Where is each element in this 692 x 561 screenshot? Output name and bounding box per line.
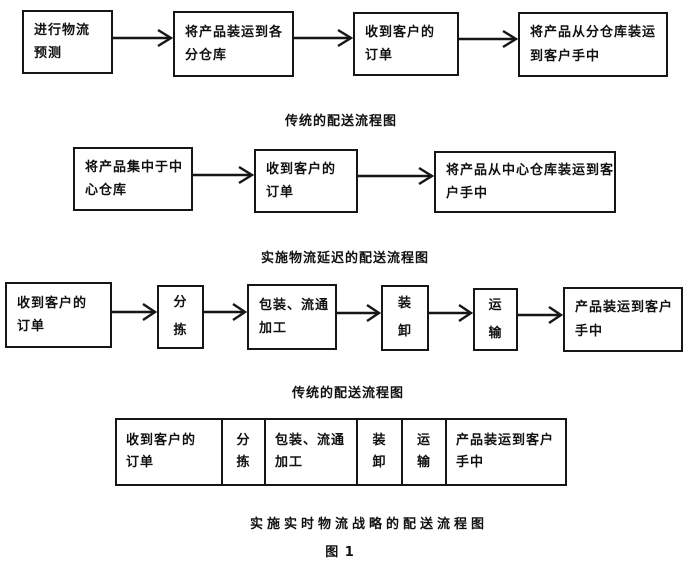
flow4-cell-loading-unloading: 装 卸 [358, 420, 403, 484]
flow3-box-transport: 运 输 [473, 288, 518, 351]
arrow-icon [429, 304, 474, 322]
flow1-box-logistics-forecast: 进行物流 预测 [22, 10, 113, 74]
flow2-box-ship-from-central-to-customer: 将产品从中心仓库装运到客 户手中 [434, 151, 616, 213]
arrow-icon [518, 306, 564, 324]
flow4-table: 收到客户的 订单 分 拣 包装、流通 加工 装 卸 运 输 产品装运到客户 手中 [115, 418, 567, 486]
flow2-box-concentrate-central-warehouse: 将产品集中于中 心仓库 [73, 147, 193, 211]
arrow-icon [294, 28, 354, 48]
flow1-box-ship-to-branch-warehouses: 将产品装运到各 分仓库 [173, 11, 294, 77]
flow4-cell-sorting: 分 拣 [223, 420, 266, 484]
arrow-icon [193, 165, 255, 185]
flow4-cell-receive-customer-order: 收到客户的 订单 [117, 420, 223, 484]
arrow-icon [112, 303, 158, 321]
arrow-icon [204, 303, 248, 321]
arrow-icon [459, 29, 519, 49]
flow1-box-ship-from-branch-to-customer: 将产品从分仓库装运 到客户手中 [518, 12, 668, 77]
flow3-box-sorting: 分 拣 [157, 285, 204, 349]
flow1-box-receive-customer-order: 收到客户的 订单 [353, 12, 459, 76]
flow3-box-loading-unloading: 装 卸 [381, 285, 429, 351]
flow2-caption: 实施物流延迟的配送流程图 [260, 251, 429, 266]
flow2-box-receive-customer-order: 收到客户的 订单 [254, 149, 358, 213]
flow1-caption: 传统的配送流程图 [284, 114, 397, 129]
arrow-icon [113, 28, 174, 48]
flow3-box-ship-to-customer: 产品装运到客户 手中 [563, 287, 683, 352]
flow4-caption: 实施实时物流战略的配送流程图 [249, 517, 488, 532]
figure-number-label: 图 1 [325, 545, 355, 560]
arrow-icon [337, 304, 382, 322]
flow4-cell-packaging-processing: 包装、流通 加工 [266, 420, 358, 484]
arrow-icon [358, 166, 435, 186]
flow3-box-packaging-processing: 包装、流通 加工 [247, 284, 337, 350]
flow3-box-receive-customer-order: 收到客户的 订单 [5, 282, 112, 348]
flow3-caption: 传统的配送流程图 [291, 386, 404, 401]
flow4-cell-transport: 运 输 [403, 420, 447, 484]
flow4-cell-ship-to-customer: 产品装运到客户 手中 [456, 432, 555, 470]
